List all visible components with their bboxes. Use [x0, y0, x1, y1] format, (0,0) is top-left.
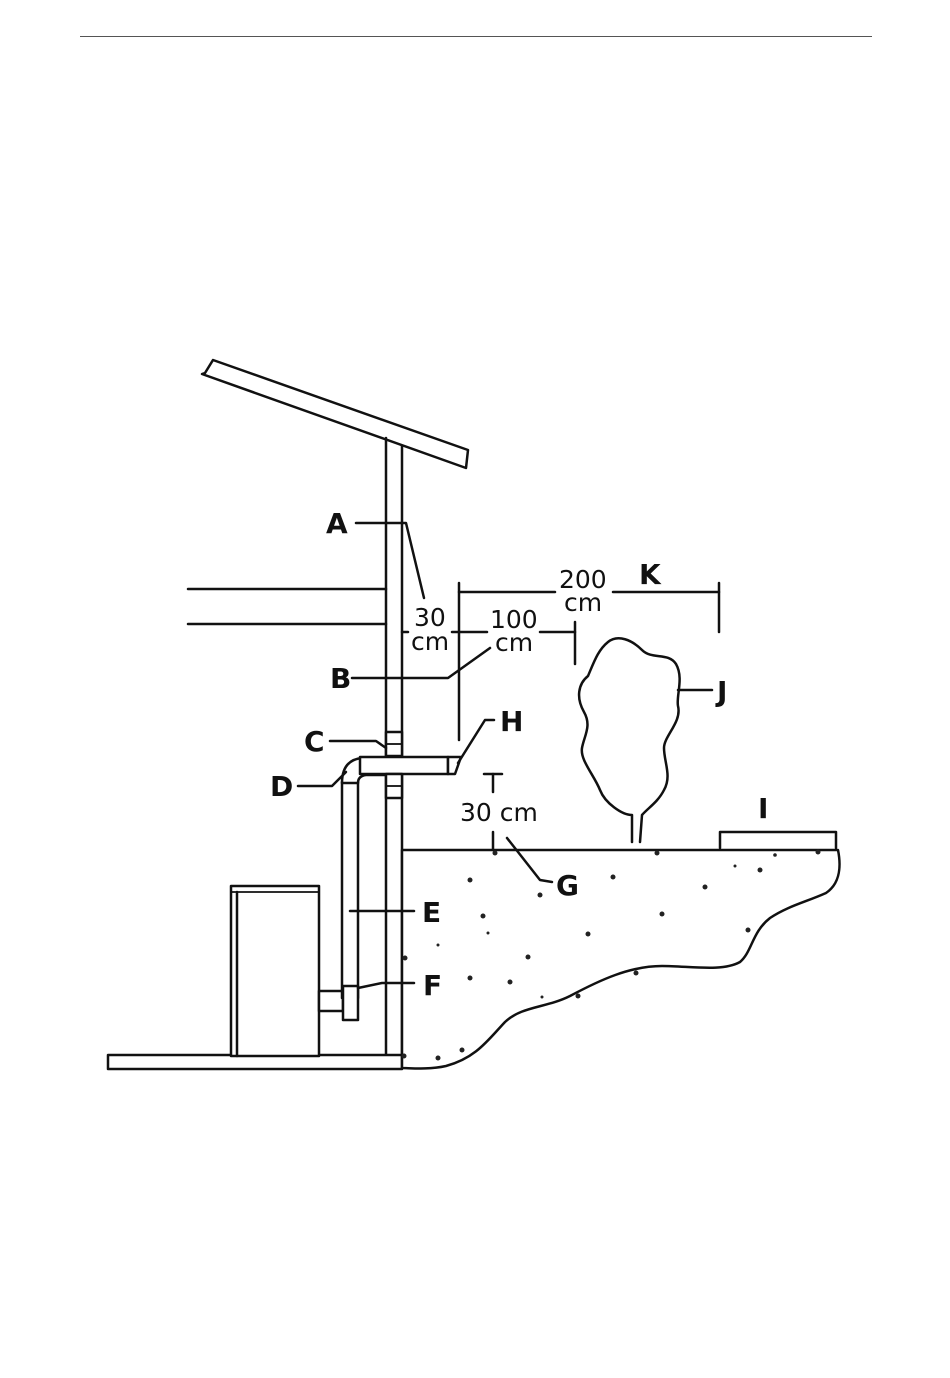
label-c: C — [304, 725, 325, 758]
tree — [579, 638, 680, 842]
label-a: A — [326, 507, 348, 540]
boiler-unit — [231, 886, 343, 1056]
label-b: B — [330, 662, 351, 695]
roof — [202, 360, 468, 468]
opening-zone-bracket — [720, 832, 836, 848]
label-d: D — [270, 770, 293, 803]
window-lines — [188, 589, 386, 624]
dim-g-text: 30 cm — [460, 798, 538, 827]
label-k: K — [639, 558, 662, 591]
label-h: H — [500, 705, 523, 738]
label-f: F — [423, 969, 442, 1002]
label-j: J — [715, 675, 727, 708]
dim-a-unit: cm — [411, 627, 449, 656]
label-g: G — [556, 869, 579, 902]
dimension-texts: 30 cm 100 cm 200 cm 30 cm — [411, 565, 607, 827]
dim-b-unit: cm — [495, 628, 533, 657]
dim-k-unit: cm — [564, 588, 602, 617]
label-i: I — [758, 792, 768, 825]
ground — [402, 850, 840, 1069]
label-e: E — [422, 896, 441, 929]
